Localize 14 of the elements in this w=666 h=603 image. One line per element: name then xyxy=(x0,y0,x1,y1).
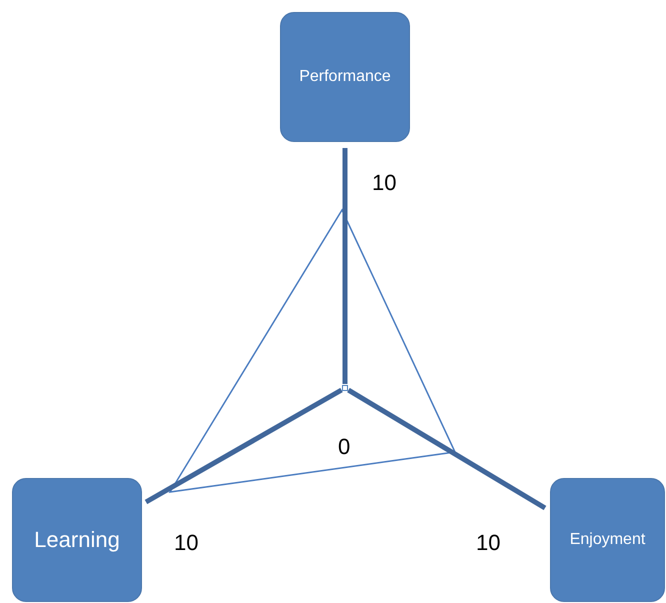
axis-line xyxy=(144,388,343,504)
category-box xyxy=(550,478,665,602)
scale-value: 0 xyxy=(338,436,350,458)
category-box xyxy=(280,12,410,142)
box-label: Learning xyxy=(34,527,120,553)
axis-line xyxy=(342,148,348,384)
box-label: Enjoyment xyxy=(570,531,646,549)
center-point xyxy=(342,385,348,391)
axis-line xyxy=(347,388,546,510)
scale-value: 10 xyxy=(174,532,198,554)
scale-value: 10 xyxy=(372,172,396,194)
box-label: Performance xyxy=(299,68,391,86)
scale-value: 10 xyxy=(476,532,500,554)
category-box xyxy=(12,478,142,602)
